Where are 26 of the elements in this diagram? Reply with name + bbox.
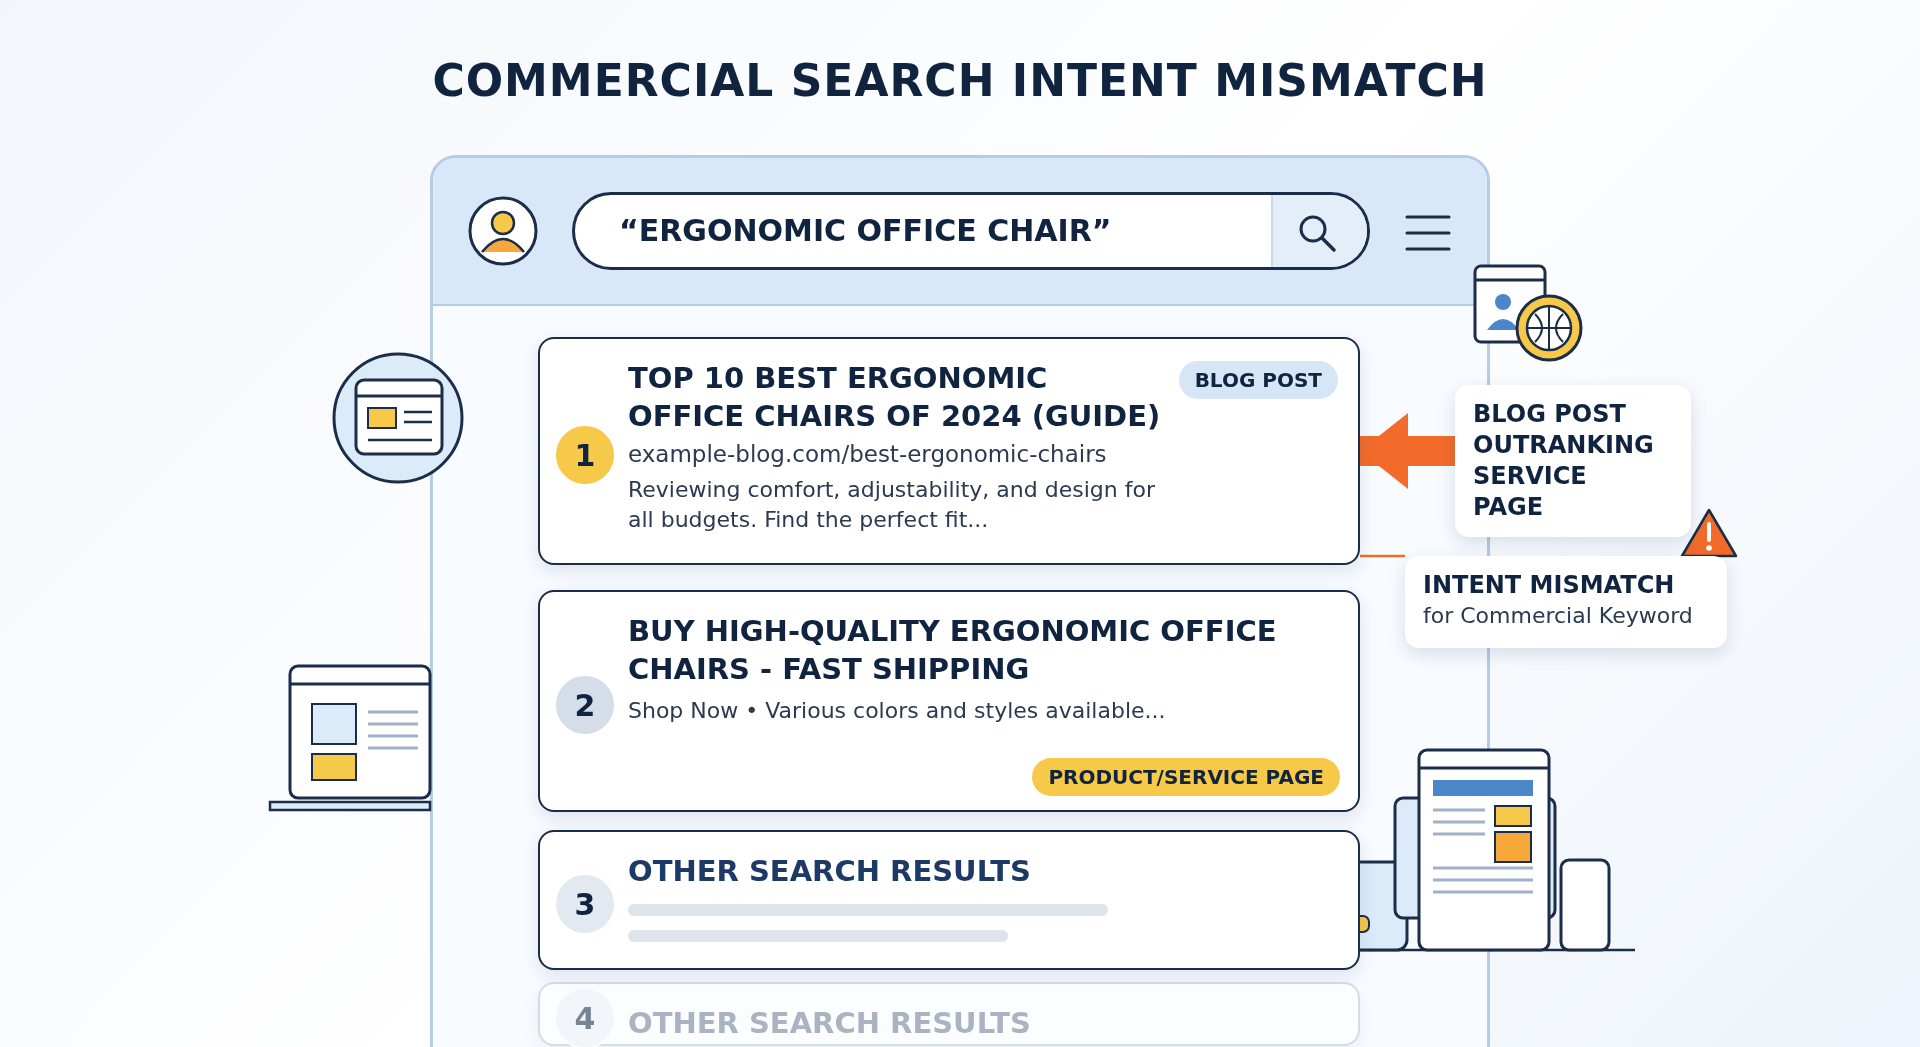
rank-number: 2 [554, 674, 616, 736]
search-query: “ERGONOMIC OFFICE CHAIR” [619, 213, 1112, 248]
page-type-tag: PRODUCT/SERVICE PAGE [1032, 758, 1340, 796]
result-snippet: Reviewing comfort, adjustability, and design for all budgets. Find the perfect fit... [628, 476, 1156, 534]
result-title: TOP 10 BEST ERGONOMIC OFFICE CHAIRS OF 2024 (GUIDE) [628, 360, 1162, 435]
callout-heading: INTENT MISMATCH [1423, 570, 1676, 601]
leader-line [1360, 554, 1405, 558]
callout-box [1405, 556, 1727, 648]
diagram-title: COMMERCIAL SEARCH INTENT MISMATCH [431, 55, 1489, 106]
search-result-card [538, 830, 1360, 970]
page-type-tag: BLOG POST [1178, 361, 1338, 399]
search-result-card [538, 337, 1360, 565]
search-result-card [538, 982, 1360, 1046]
result-snippet: Shop Now • Various colors and styles available... [628, 697, 1167, 725]
callout-heading: BLOG POST OUTRANKING SERVICE PAGE [1473, 399, 1655, 523]
callout-text: for Commercial Keyword [1423, 603, 1694, 628]
rank-number: 3 [554, 873, 616, 935]
result-title: BUY HIGH-QUALITY ERGONOMIC OFFICE CHAIRS - FAST SHIPPING [628, 613, 1278, 688]
search-result-card [538, 590, 1360, 812]
result-url: example-blog.com/best-ergonomic-chairs [628, 441, 1108, 467]
result-title: OTHER SEARCH RESULTS [628, 1005, 1032, 1042]
arrow [1360, 413, 1455, 489]
result-title: OTHER SEARCH RESULTS [628, 853, 1032, 890]
callout-box [1455, 385, 1691, 537]
rank-number: 4 [554, 987, 616, 1047]
rank-number: 1 [554, 424, 616, 486]
